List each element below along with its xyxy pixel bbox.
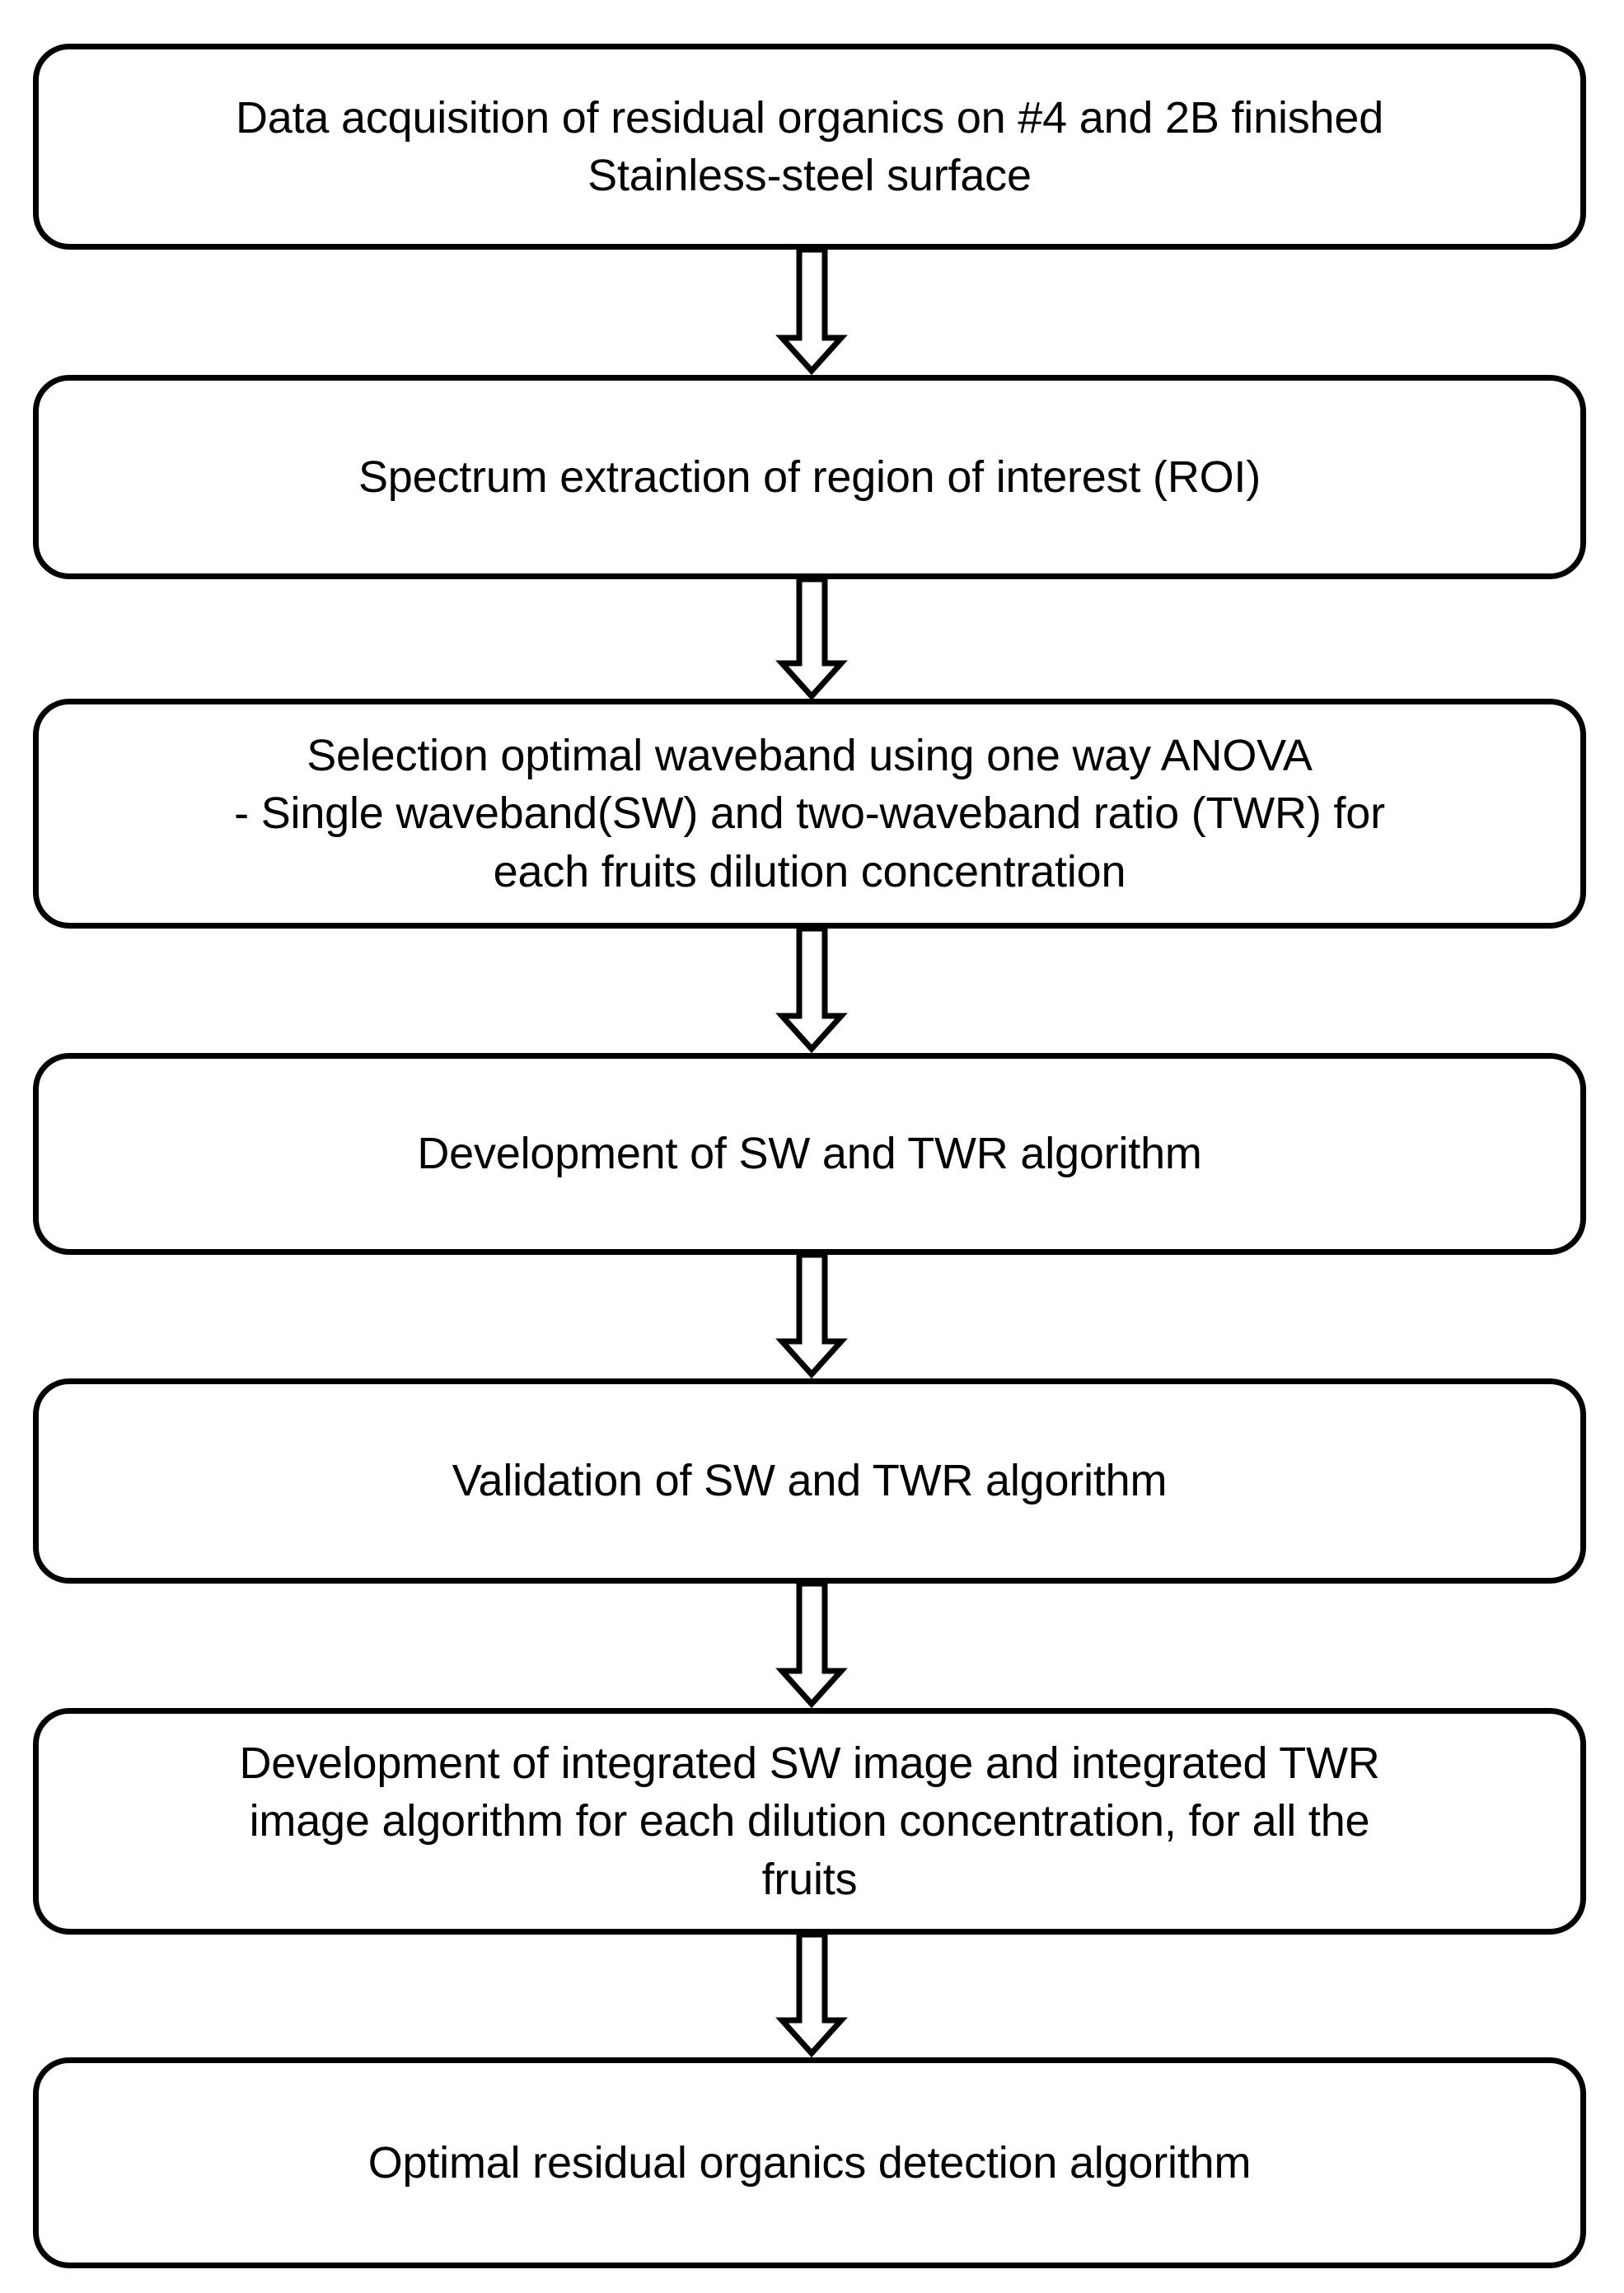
- flowchart-arrow-5: [0, 1580, 1624, 1709]
- flowchart-arrow-2: [0, 576, 1624, 701]
- flowchart-arrow-1: [0, 246, 1624, 376]
- flowchart-node-2[interactable]: Spectrum extraction of region of interes…: [33, 375, 1586, 579]
- flowchart-node-4-label: Development of SW and TWR algorithm: [417, 1129, 1202, 1179]
- flowchart-node-6[interactable]: Development of integrated SW image and i…: [33, 1708, 1586, 1935]
- flowchart-arrow-3: [0, 925, 1624, 1054]
- down-arrow-icon: [775, 1252, 848, 1379]
- down-arrow-icon: [775, 1931, 848, 2058]
- flowchart-arrow-6: [0, 1931, 1624, 2058]
- flowchart-node-5-label: Validation of SW and TWR algorithm: [452, 1456, 1168, 1506]
- flowchart-node-3[interactable]: Selection optimal waveband using one way…: [33, 699, 1586, 929]
- down-arrow-icon: [775, 925, 848, 1054]
- flowchart-node-6-label: Development of integrated SW image and i…: [239, 1738, 1380, 1904]
- down-arrow-icon: [775, 1580, 848, 1709]
- flowchart-node-4[interactable]: Development of SW and TWR algorithm: [33, 1053, 1586, 1255]
- flowchart-node-1-label: Data acquisition of residual organics on…: [235, 92, 1384, 200]
- flowchart-arrow-4: [0, 1252, 1624, 1379]
- flowchart-node-2-label: Spectrum extraction of region of interes…: [358, 452, 1261, 502]
- flowchart-node-7[interactable]: Optimal residual organics detection algo…: [33, 2057, 1586, 2268]
- flowchart-node-5[interactable]: Validation of SW and TWR algorithm: [33, 1378, 1586, 1584]
- flowchart-node-7-label: Optimal residual organics detection algo…: [367, 2137, 1252, 2188]
- flowchart-node-1[interactable]: Data acquisition of residual organics on…: [33, 44, 1586, 250]
- down-arrow-icon: [775, 576, 848, 701]
- flowchart-node-3-label: Selection optimal waveband using one way…: [234, 731, 1385, 896]
- down-arrow-icon: [775, 246, 848, 376]
